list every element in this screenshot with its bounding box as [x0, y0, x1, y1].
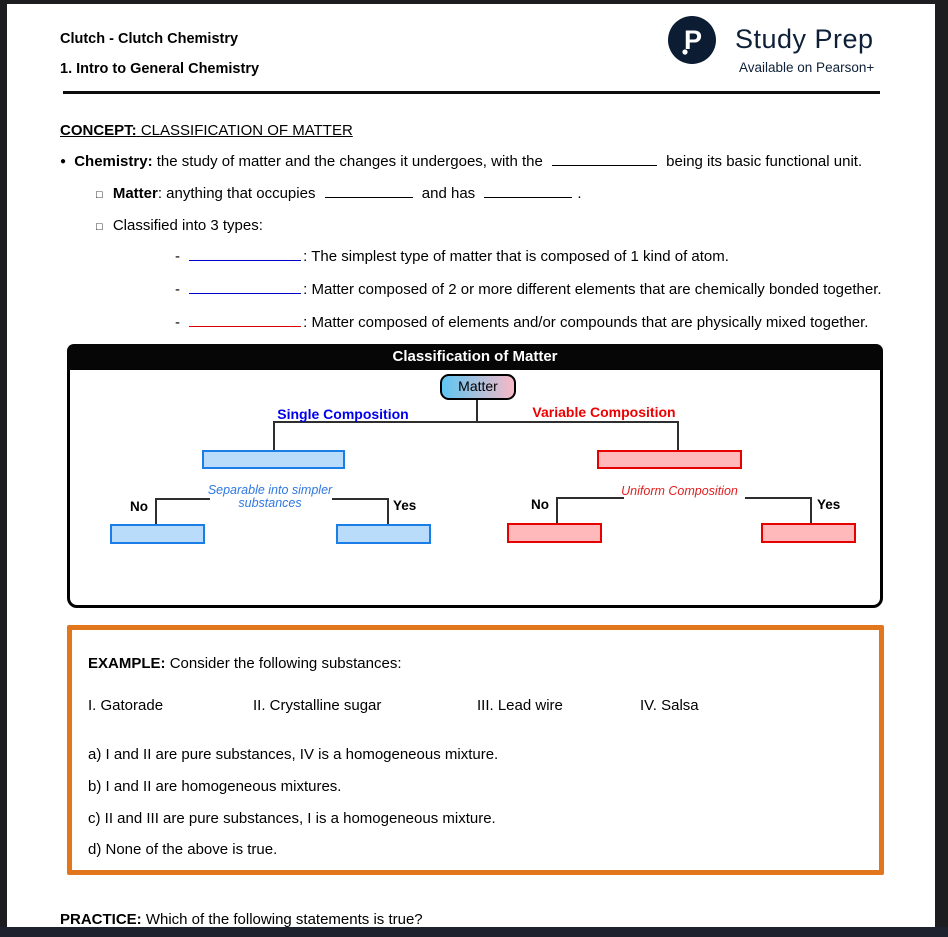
connector — [155, 498, 157, 524]
header-divider — [63, 91, 880, 94]
classified-line: □ Classified into 3 types: — [96, 217, 263, 236]
answer-blank — [189, 314, 302, 327]
matter-definition: □ Matter: anything that occupies and has… — [96, 185, 582, 204]
concept-heading: CONCEPT: CLASSIFICATION OF MATTER — [60, 122, 353, 139]
answer-blank — [189, 248, 302, 261]
connector — [387, 498, 389, 524]
connector — [677, 421, 679, 450]
example-label: EXAMPLE: — [88, 655, 166, 672]
uniform-question-label: Uniform Composition — [621, 484, 738, 498]
example-box — [67, 625, 884, 875]
connector — [745, 497, 812, 499]
matter-text-before: : anything that occupies — [157, 185, 316, 202]
connector — [273, 421, 679, 423]
substance-item: I. Gatorade — [88, 697, 164, 714]
answer-blank — [324, 185, 413, 198]
viewer-frame-left — [0, 0, 7, 937]
example-heading: EXAMPLE: Consider the following substanc… — [88, 655, 401, 672]
type-description: : Matter composed of elements and/or com… — [303, 314, 869, 331]
svg-text:P: P — [684, 25, 702, 55]
connector — [332, 498, 389, 500]
homogeneous-answer-box — [761, 523, 856, 543]
connector — [810, 497, 812, 523]
pure-substance-answer-box — [202, 450, 345, 469]
answer-blank — [552, 153, 657, 166]
type-item-mixture: - : Matter composed of elements and/or c… — [175, 314, 868, 331]
heterogeneous-answer-box — [507, 523, 602, 543]
substance-item: III. Lead wire — [477, 697, 563, 714]
square-bullet-icon: □ — [96, 189, 103, 201]
practice-label: PRACTICE: — [60, 911, 142, 928]
brand-name: Study Prep — [735, 24, 874, 54]
course-title: Clutch - Clutch Chemistry — [60, 31, 239, 47]
chemistry-text-after: being its basic functional unit. — [666, 153, 863, 170]
answer-blank — [189, 281, 302, 294]
connector — [155, 498, 210, 500]
variable-composition-label: Variable Composition — [532, 404, 676, 420]
viewer-frame-top — [0, 0, 948, 4]
concept-title: CLASSIFICATION OF MATTER — [140, 122, 353, 139]
yes-label: Yes — [393, 498, 417, 513]
no-label: No — [130, 499, 148, 514]
mixture-answer-box — [597, 450, 742, 469]
classified-text: Classified into 3 types: — [112, 217, 263, 234]
example-prompt: Consider the following substances: — [169, 655, 402, 672]
connector — [273, 421, 275, 450]
chapter-title: 1. Intro to General Chemistry — [60, 61, 260, 77]
compound-answer-box — [336, 524, 431, 544]
no-label: No — [531, 497, 549, 512]
viewer-frame-bottom — [0, 927, 948, 937]
viewer-frame-right — [935, 0, 948, 937]
chemistry-definition: ● Chemistry: the study of matter and the… — [60, 153, 862, 170]
type-description: : The simplest type of matter that is co… — [303, 248, 729, 265]
answer-option-d: d) None of the above is true. — [88, 841, 278, 858]
practice-heading: PRACTICE: Which of the following stateme… — [60, 911, 423, 928]
dash-marker: - — [175, 314, 180, 331]
practice-question: Which of the following statements is tru… — [145, 911, 423, 928]
substance-item: II. Crystalline sugar — [253, 697, 382, 714]
connector — [476, 400, 478, 421]
dash-marker: - — [175, 281, 180, 298]
answer-option-a: a) I and II are pure substances, IV is a… — [88, 746, 499, 763]
chemistry-text-before: the study of matter and the changes it u… — [156, 153, 543, 170]
separable-question-label: Separable into simpler substances — [207, 483, 333, 510]
answer-blank — [484, 185, 573, 198]
single-composition-label: Single Composition — [277, 406, 409, 422]
concept-label: CONCEPT: — [60, 122, 137, 139]
element-answer-box — [110, 524, 205, 544]
yes-label: Yes — [817, 497, 841, 512]
connector — [556, 497, 558, 523]
type-item-compound: - : Matter composed of 2 or more differe… — [175, 281, 882, 298]
matter-text-end: . — [577, 185, 582, 202]
type-description: : Matter composed of 2 or more different… — [303, 281, 882, 298]
answer-option-c: c) II and III are pure substances, I is … — [88, 810, 496, 827]
answer-option-b: b) I and II are homogeneous mixtures. — [88, 778, 342, 795]
diagram-root-node: Matter — [440, 374, 516, 400]
bullet-icon: ● — [60, 156, 67, 167]
matter-text-mid: and has — [421, 185, 476, 202]
pearson-logo-icon: P — [668, 16, 716, 64]
chemistry-term: Chemistry: — [74, 153, 153, 170]
connector — [556, 497, 624, 499]
matter-term: Matter — [112, 185, 158, 202]
type-item-element: - : The simplest type of matter that is … — [175, 248, 729, 265]
substance-item: IV. Salsa — [640, 697, 699, 714]
brand-tagline: Available on Pearson+ — [739, 60, 875, 75]
square-bullet-icon: □ — [96, 221, 103, 233]
diagram-title: Classification of Matter — [67, 344, 883, 370]
dash-marker: - — [175, 248, 180, 265]
